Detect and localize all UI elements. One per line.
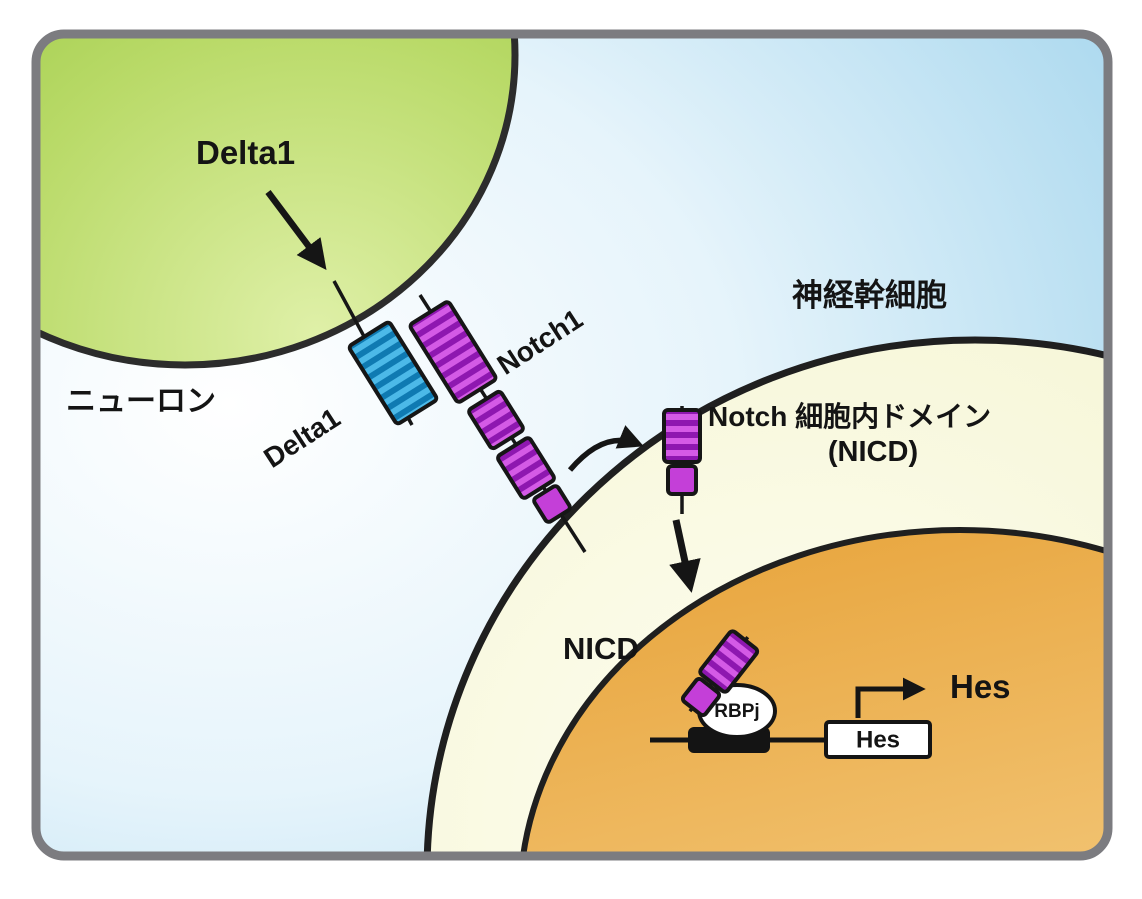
outer-frame [31, 29, 1113, 861]
hes-gene-box [824, 720, 932, 759]
nicd-release-arrow [567, 425, 644, 472]
notch1-intracellular-tail [532, 484, 572, 524]
nicd-released [662, 406, 702, 514]
notch1-receptor [408, 300, 572, 524]
delta1-pointer-arrow [265, 190, 327, 270]
notch1-transmembrane-domain [496, 436, 556, 500]
neuron-cell [36, 34, 519, 369]
stem-cell-label: 神経幹細胞 [792, 278, 947, 313]
hes-gene-label: Hes [855, 726, 901, 754]
notch1-juxtamembrane-domain [467, 389, 525, 451]
nicd-nuclear-import-arrow [669, 519, 701, 593]
transcription-complex [650, 629, 932, 759]
rbpj-label: RBPj [714, 701, 760, 723]
delta1-protein [347, 320, 439, 426]
nicd-domain-label-line1: Notch 細胞内ドメイン [708, 401, 992, 432]
neuron-label: ニューロン [66, 385, 216, 418]
nicd-domain-label-line2: (NICD) [827, 435, 919, 468]
notch1-extracellular-domain [408, 300, 498, 404]
hes-output-label: Hes [950, 668, 1011, 705]
delta1-top-label: Delta1 [196, 134, 296, 171]
nicd-nucleus-label: NICD [563, 631, 639, 666]
nicd-nucleus-protein [680, 629, 760, 718]
transcription-arrow [855, 677, 926, 718]
